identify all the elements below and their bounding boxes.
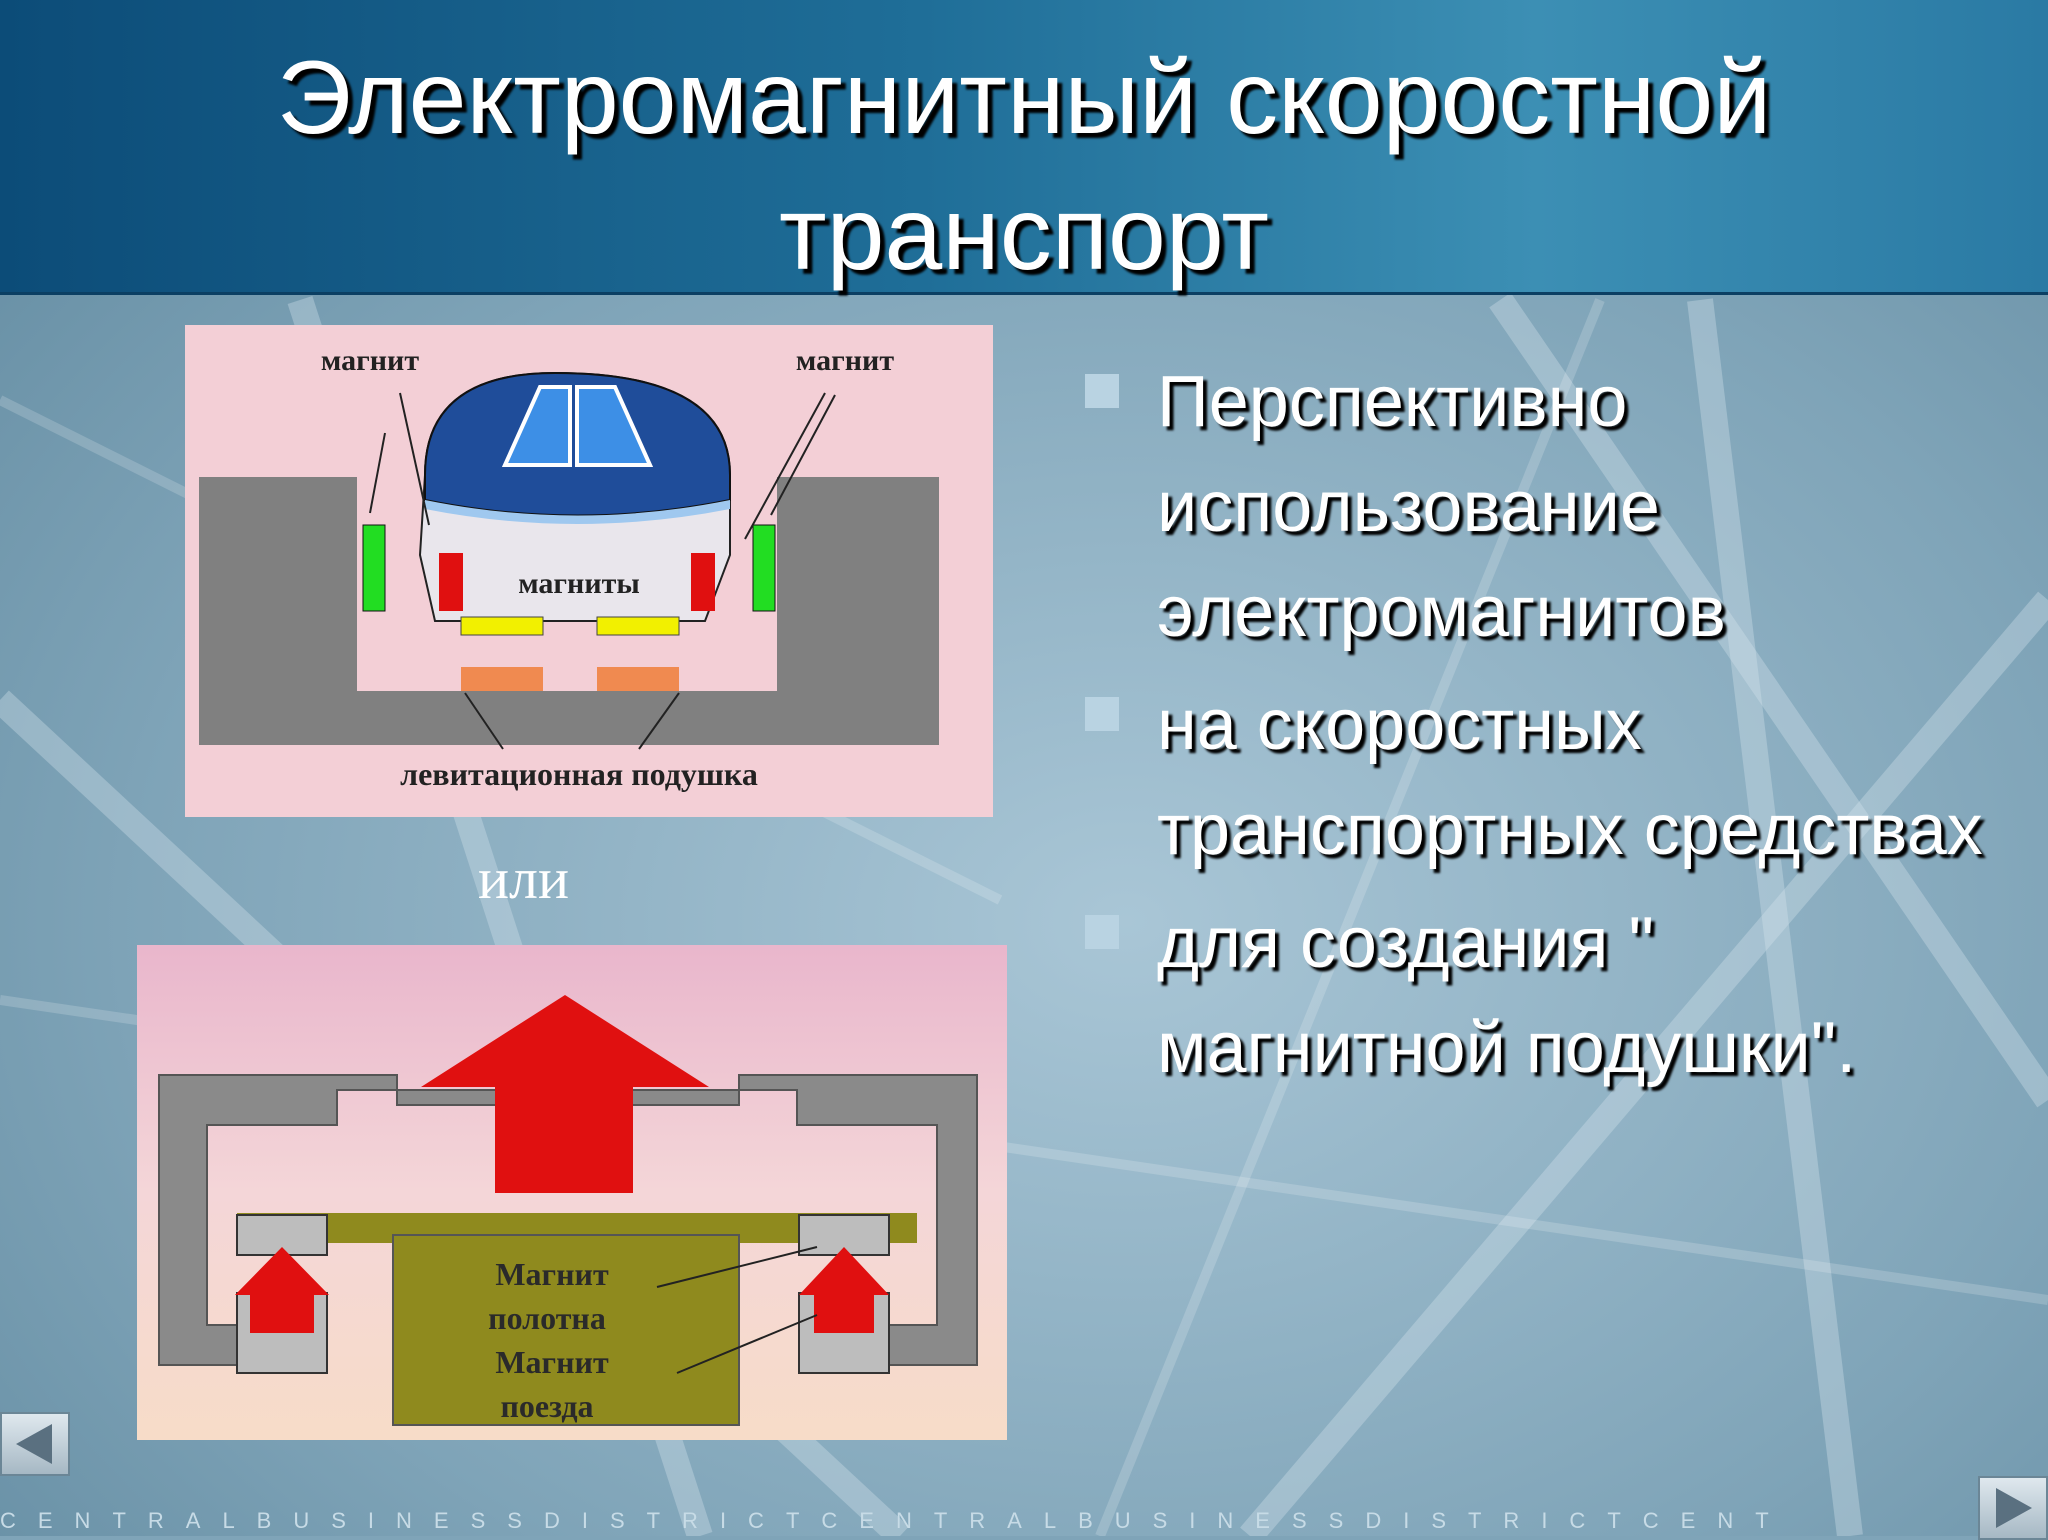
label-magnets: магниты <box>518 567 640 600</box>
left-small-arrow <box>235 1247 329 1333</box>
central-block <box>392 1234 740 1426</box>
right-small-arrow <box>799 1247 889 1333</box>
slide-title: Электромагнитный скоростной транспорт <box>0 30 2048 302</box>
bullet-list: Перспективно использование электромагнит… <box>1085 350 1985 1109</box>
bullet-text: на скоростных транспортных средствах <box>1157 685 1983 870</box>
label-track: полотна <box>488 1300 606 1336</box>
label-magnet-2: Магнит <box>495 1344 609 1380</box>
footer-watermark-strip: CENTRALBUSINESSDISTRICTCENTRALBUSINESSDI… <box>0 1508 1791 1533</box>
cushion-pad-right <box>597 667 679 691</box>
next-slide-button[interactable] <box>1978 1476 2048 1540</box>
bullet-square-icon <box>1085 697 1119 731</box>
title-line-1: Электромагнитный скоростной <box>276 40 1772 156</box>
previous-slide-button[interactable] <box>0 1412 70 1476</box>
label-train: поезда <box>500 1388 593 1424</box>
triangle-right-icon <box>1996 1488 2032 1528</box>
large-lift-arrow <box>421 995 709 1193</box>
bullet-square-icon <box>1085 374 1119 408</box>
triangle-left-icon <box>16 1424 52 1464</box>
left-rail-magnet <box>362 524 386 612</box>
right-vehicle-magnet <box>691 553 715 611</box>
bullet-text: для создания " магнитной подушки". <box>1157 903 1857 1088</box>
label-levitation-cushion: левитационная подушка <box>400 756 758 792</box>
label-magnet-left: магнит <box>321 344 419 377</box>
left-vehicle-magnet <box>439 553 463 611</box>
magnetic-suspension-diagram: Магнит полотна Магнит поезда <box>137 945 1007 1440</box>
title-line-2: транспорт <box>778 176 1270 292</box>
label-magnet-right: магнит <box>796 344 894 377</box>
vehicle-stripe <box>425 500 730 524</box>
bullet-square-icon <box>1085 915 1119 949</box>
bullet-text: Перспективно использование электромагнит… <box>1157 362 1726 652</box>
bullet-item: для создания " магнитной подушки". <box>1085 891 1985 1101</box>
bottom-magnet-right <box>596 616 680 636</box>
or-label: или <box>478 846 570 911</box>
bullet-item: на скоростных транспортных средствах <box>1085 673 1985 883</box>
cushion-pad-left <box>461 667 543 691</box>
bullet-item: Перспективно использование электромагнит… <box>1085 350 1985 665</box>
right-rail-magnet <box>752 524 776 612</box>
guideway-rail <box>199 477 939 745</box>
vehicle-windows <box>501 385 654 467</box>
maglev-cross-section-diagram: магнит магнит магниты левитационная поду… <box>185 325 993 817</box>
label-magnet-1: Магнит <box>495 1256 609 1292</box>
header-band <box>0 0 2048 295</box>
bottom-magnet-left <box>460 616 544 636</box>
